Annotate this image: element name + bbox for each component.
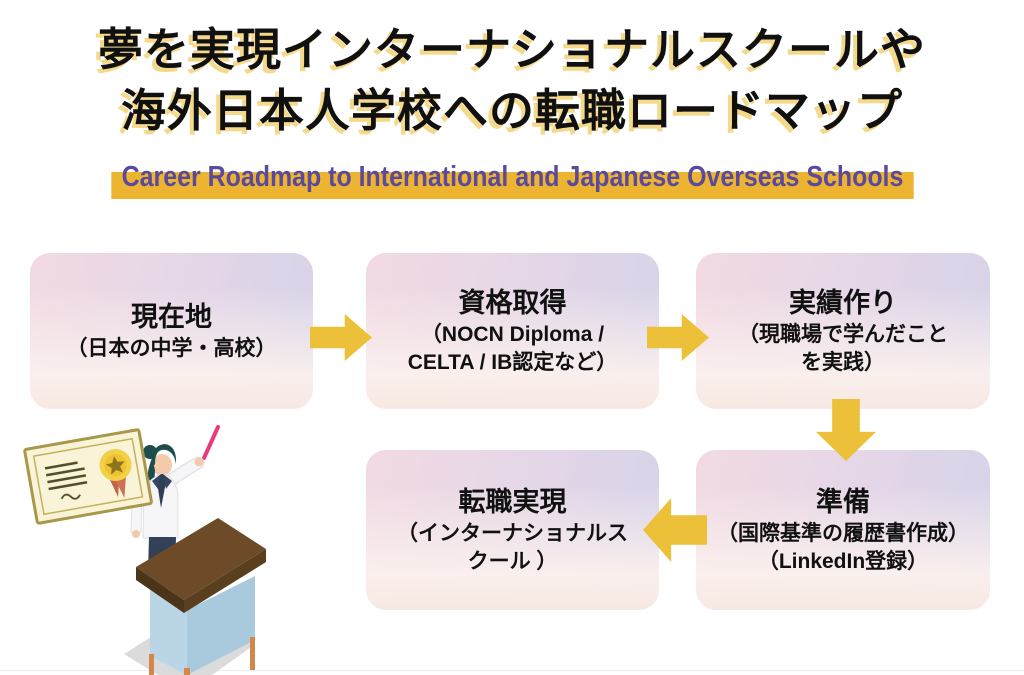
- step-box-qualifications: 資格取得 （NOCN Diploma / CELTA / IB認定など）: [366, 253, 659, 409]
- step-subtitle-line: （現職場で学んだこと: [738, 322, 948, 346]
- subtitle-row: Career Roadmap to International and Japa…: [0, 158, 1024, 199]
- star-icon: [105, 456, 125, 475]
- desk-body-left: [150, 590, 187, 675]
- step-title: 現在地: [131, 301, 212, 332]
- desk-leg: [149, 654, 154, 675]
- bottom-divider: [0, 670, 1024, 671]
- step-box-preparation: 準備 （国際基準の履歴書作成） （LinkedIn登録）: [696, 450, 990, 610]
- step-subtitle-line: クール ）: [467, 549, 558, 573]
- collar-left: [152, 474, 161, 489]
- title-line-2: 海外日本人学校への転職ロードマップ: [120, 84, 903, 136]
- step-subtitle-line: を実践）: [801, 350, 885, 374]
- certificate-icon: [23, 428, 153, 525]
- hand: [132, 530, 140, 538]
- hand: [194, 457, 204, 467]
- desk-body-right: [187, 576, 255, 675]
- step-subtitle-line: （国際基準の履歴書作成）: [717, 521, 969, 545]
- page-title: 夢を実現インターナショナルスクールや 海外日本人学校への転職ロードマップ: [0, 20, 1024, 142]
- hair: [151, 444, 177, 468]
- pointer-stick: [202, 425, 220, 460]
- face: [152, 454, 172, 476]
- step-title: 準備: [816, 486, 870, 517]
- desk-leg: [250, 637, 255, 670]
- step-box-current-location: 現在地 （日本の中学・高校）: [30, 253, 313, 409]
- arrow-right-icon: [310, 314, 372, 361]
- step-subtitle-line: （LinkedIn登録）: [757, 549, 929, 573]
- teacher-illustration: [23, 425, 266, 675]
- desktop-edge-right: [184, 549, 266, 613]
- step-title: 実績作り: [789, 287, 897, 318]
- gold-seal-icon: [99, 449, 132, 499]
- step-box-career-change: 転職実現 （インターナショナルス クール ）: [366, 450, 659, 610]
- desk-leg: [184, 668, 190, 675]
- step-subtitle-line: （日本の中学・高校）: [66, 336, 277, 360]
- desktop-surface: [136, 518, 266, 600]
- collar-right: [163, 474, 172, 489]
- step-title: 転職実現: [458, 486, 567, 517]
- signature-squiggle: [60, 493, 81, 500]
- step-title: 資格取得: [458, 287, 567, 318]
- jacket: [142, 473, 179, 539]
- step-subtitle-line: （インターナショナルス: [397, 521, 628, 545]
- desktop-edge-left: [136, 567, 184, 613]
- subtitle-highlighted-text: Career Roadmap to International and Japa…: [110, 158, 914, 199]
- step-subtitle-line: （NOCN Diploma /: [420, 322, 605, 346]
- title-line-1: 夢を実現インターナショナルスクールや: [97, 24, 926, 75]
- lecture-desk: [136, 518, 266, 675]
- step-subtitle-line: CELTA / IB認定など）: [407, 350, 618, 374]
- step-box-track-record: 実績作り （現職場で学んだこと を実践）: [696, 253, 990, 409]
